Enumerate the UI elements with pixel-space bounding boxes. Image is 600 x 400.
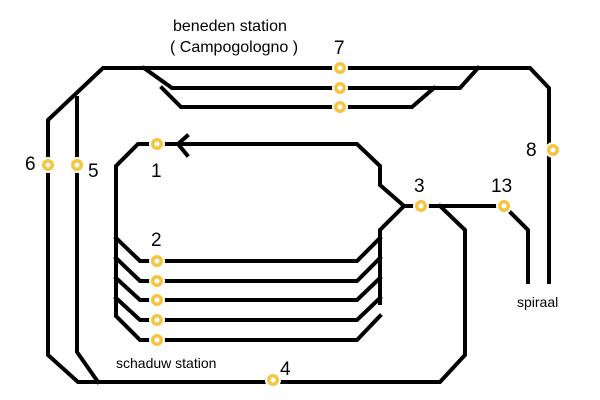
sensor-4[interactable] <box>265 372 281 388</box>
shadow-siding-2 <box>113 255 383 283</box>
sensor-3[interactable] <box>413 198 429 214</box>
upper-station-track-3 <box>159 85 437 109</box>
sensor-2d[interactable] <box>149 312 165 328</box>
spiral-junction-track <box>402 204 530 284</box>
sensor-7b[interactable] <box>332 80 348 96</box>
sensor-7a[interactable] <box>332 60 348 76</box>
shadow-station-outline <box>114 142 383 342</box>
sensor-8[interactable] <box>545 142 561 158</box>
sensors <box>40 60 561 388</box>
return-loop-track <box>178 142 407 305</box>
sensor-1[interactable] <box>149 136 165 152</box>
sensor-label-3: 3 <box>414 176 425 197</box>
upper-station-track-2 <box>141 65 481 90</box>
sensor-label-6: 6 <box>25 154 36 175</box>
sensor-label-4: 4 <box>280 359 291 380</box>
sensor-2b[interactable] <box>149 273 165 289</box>
sensor-label-7: 7 <box>334 38 345 59</box>
spiral-label: spiraal <box>517 294 558 310</box>
outer-loop-track <box>46 66 551 384</box>
tracks <box>46 65 551 385</box>
sensor-5[interactable] <box>69 157 85 173</box>
upper-station-name: beneden station <box>173 18 287 35</box>
shadow-station-label: schaduw station <box>116 355 216 371</box>
sensor-label-1: 1 <box>151 161 162 182</box>
sensor-7c[interactable] <box>332 99 348 115</box>
sensor-label-5: 5 <box>88 161 99 182</box>
sensor-13[interactable] <box>496 198 512 214</box>
sensor-6[interactable] <box>40 157 56 173</box>
upper-station-subtitle: ( Campogologno ) <box>170 39 298 56</box>
sensor-2a[interactable] <box>149 253 165 269</box>
sensor-2e[interactable] <box>149 332 165 348</box>
line-5-track <box>75 96 101 385</box>
shadow-siding-4 <box>113 295 383 322</box>
sensor-label-8: 8 <box>526 140 537 161</box>
shadow-siding-1 <box>113 235 383 263</box>
sensor-label-2: 2 <box>151 230 162 251</box>
sensor-2c[interactable] <box>149 292 165 308</box>
sensor-label-13: 13 <box>491 176 512 197</box>
shadow-siding-3 <box>113 275 383 302</box>
labels: beneden station ( Campogologno ) schaduw… <box>25 18 558 380</box>
